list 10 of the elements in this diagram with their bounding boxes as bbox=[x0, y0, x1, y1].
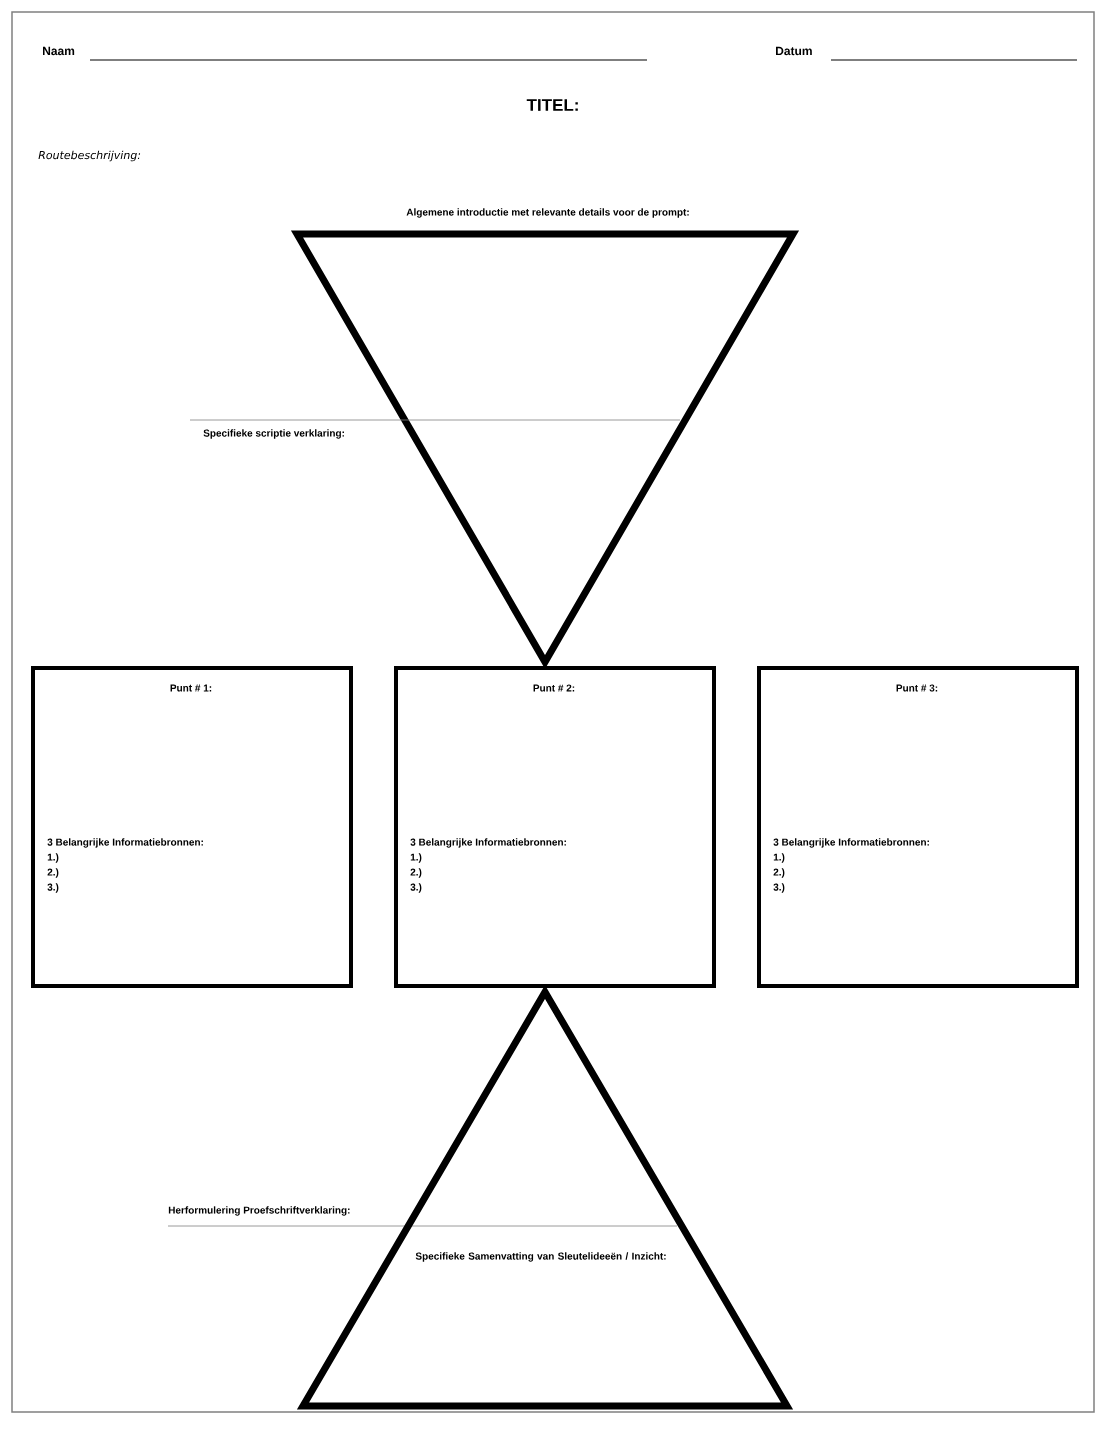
section-heading: Specifieke scriptie verklaring: bbox=[203, 429, 344, 439]
text-box: Punt # 2: 3 Belangrijke Informatiebronnen: 1.) 2.) 3.) bbox=[394, 666, 716, 988]
node-label: Algemene introductie met relevante details voor de prompt: bbox=[406, 208, 689, 218]
title: TITEL: bbox=[526, 99, 578, 111]
section-heading: Herformulering Proefschriftverklaring: bbox=[168, 1206, 350, 1216]
field-label: Naam bbox=[43, 46, 75, 56]
text-box: Punt # 1: 3 Belangrijke Informatiebronnen: 1.) 2.) 3.) bbox=[31, 666, 353, 988]
instructions-label: Routebeschrijving: bbox=[38, 150, 141, 162]
field-label: Datum bbox=[776, 46, 812, 56]
text-box: Punt # 3: 3 Belangrijke Informatiebronnen: 1.) 2.) 3.) bbox=[757, 666, 1079, 988]
